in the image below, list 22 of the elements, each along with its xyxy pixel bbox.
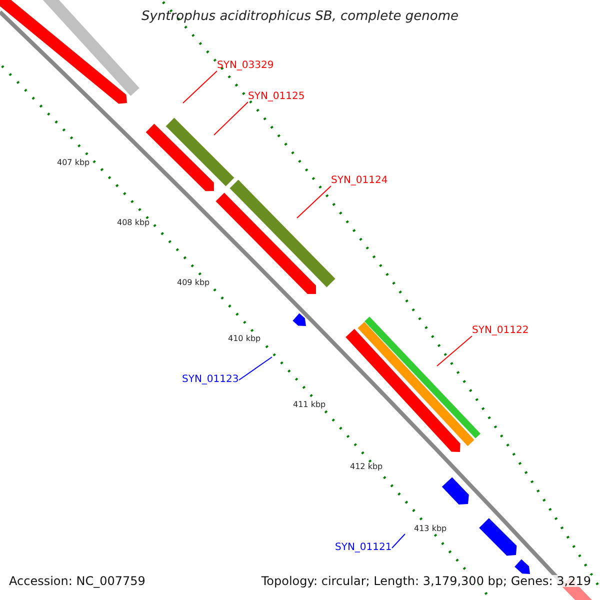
title: Syntrophus aciditrophicus SB, complete genome [142,10,458,23]
gene-label: SYN_01124 [331,176,388,186]
scale-label: 409 kbp [177,279,210,287]
gene-label: SYN_01121 [335,543,392,553]
gene-label: SYN_01122 [472,326,529,336]
scale-label: 408 kbp [117,219,150,227]
scale-label: 410 kbp [228,335,261,343]
gene-label: SYN_03329 [217,61,274,71]
leader-line [436,336,472,366]
leader-line [392,534,406,548]
scale-label: 407 kbp [57,159,90,167]
scale-label: 411 kbp [293,401,326,409]
accession-text: Accession: NC_007759 [9,575,146,587]
leader-line [296,186,332,218]
leader-line [182,70,218,104]
leader-line [238,356,272,380]
scale-label: 413 kbp [414,525,447,533]
leader-line [214,102,248,136]
gene-label: SYN_01123 [182,375,239,385]
gene-label: SYN_01125 [248,92,305,102]
scale-label: 412 kbp [350,463,383,471]
genome-info-text: Topology: circular; Length: 3,179,300 bp; Genes: 3,219 [261,575,591,587]
